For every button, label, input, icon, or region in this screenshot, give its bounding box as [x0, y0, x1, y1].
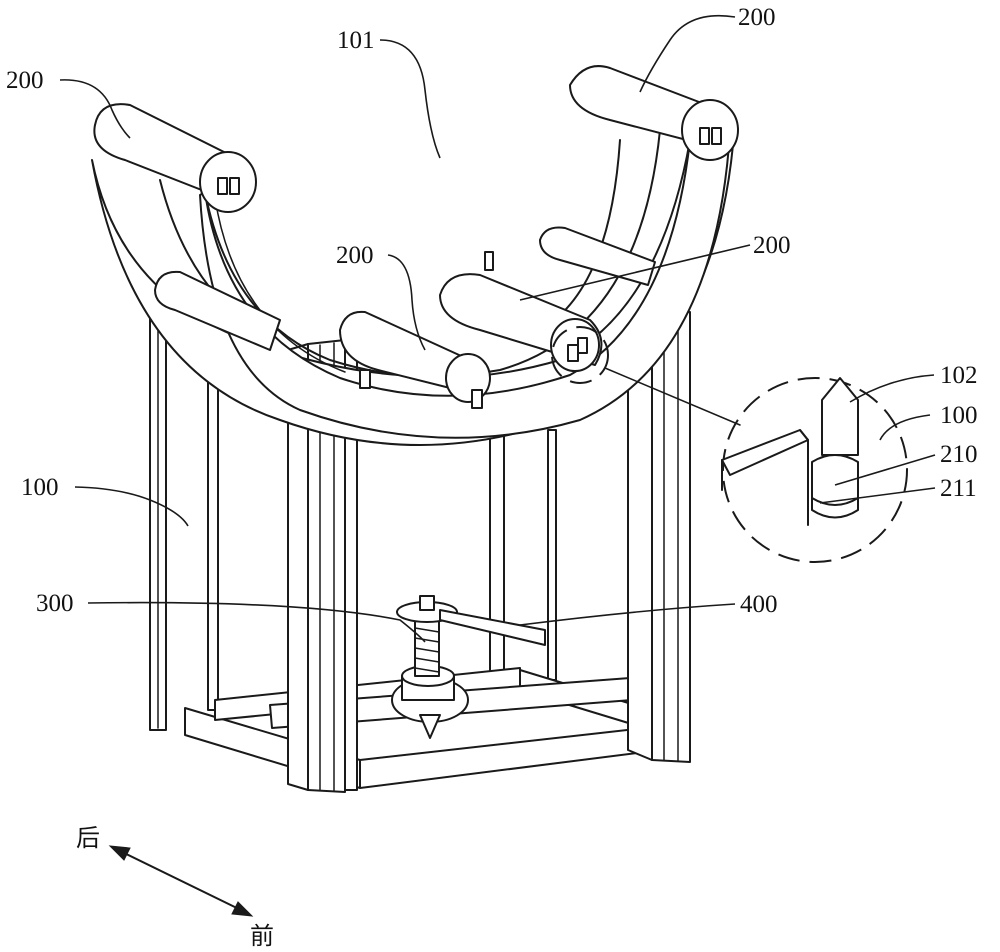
- detail-view: [721, 377, 908, 563]
- label-101: 101: [337, 27, 375, 54]
- direction-front-label: 前: [250, 922, 274, 950]
- handle-bar: [439, 609, 546, 646]
- label-100-left: 100: [21, 474, 59, 501]
- labels: 101 200 200 200 200 102 100 210 211 100 …: [6, 4, 978, 618]
- roller-back-right: [539, 226, 656, 286]
- label-200-top-right: 200: [738, 4, 776, 31]
- label-200-mid-right: 200: [753, 232, 791, 259]
- arrow-head-back-icon: [108, 845, 131, 861]
- label-100-right: 100: [940, 402, 978, 429]
- label-210: 210: [940, 441, 978, 468]
- detail-marker-circle: [551, 326, 609, 384]
- label-200-mid-left: 200: [336, 242, 374, 269]
- label-300: 300: [36, 590, 74, 617]
- direction-indicator: 后 前: [76, 824, 274, 950]
- label-211: 211: [940, 475, 977, 502]
- label-400: 400: [740, 591, 778, 618]
- roller-top-left: [93, 103, 257, 213]
- arrow-head-front-icon: [231, 901, 254, 917]
- support-frame: [149, 289, 691, 793]
- roller-back-left: [154, 270, 281, 351]
- leader-lines: [59, 14, 936, 643]
- tab-lugs: [359, 251, 579, 409]
- label-102: 102: [940, 362, 978, 389]
- roller-top-right: [569, 65, 739, 161]
- direction-back-label: 后: [76, 824, 100, 852]
- label-200-top-left: 200: [6, 67, 44, 94]
